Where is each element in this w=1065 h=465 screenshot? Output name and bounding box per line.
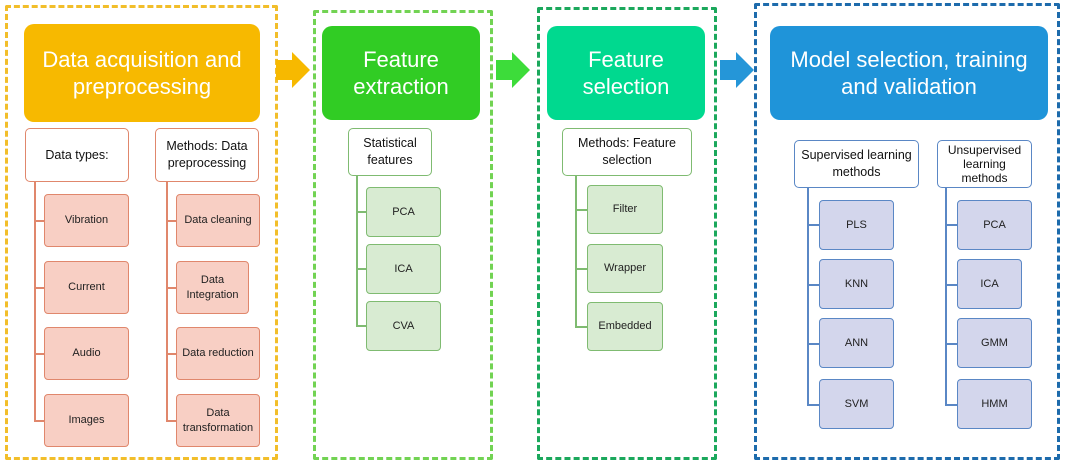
leaf-label: ICA (980, 277, 999, 290)
connector-tick (807, 343, 819, 345)
leaf-label: Embedded (598, 320, 652, 332)
supervised-methods-box: Supervised learning methods (794, 140, 919, 188)
leaf-label: Images (68, 414, 105, 426)
statistical-features-label: Statistical features (363, 136, 417, 167)
connector-tick (34, 220, 44, 222)
stage-3-title: Feature selection (582, 47, 670, 99)
leaf-wrapper: Wrapper (587, 244, 663, 293)
leaf-hmm: HMM (957, 379, 1032, 429)
connector-tick (807, 404, 819, 406)
leaf-label: CVA (392, 319, 415, 332)
connector-tick (945, 284, 957, 286)
leaf-audio: Audio (44, 327, 129, 380)
stage-3-header: Feature selection (547, 26, 705, 120)
feature-selection-methods-box: Methods: Feature selection (562, 128, 692, 176)
supervised-methods-label: Supervised learning methods (801, 148, 912, 179)
connector-tick (166, 220, 176, 222)
stage-2-title: Feature extraction (353, 47, 449, 99)
leaf-pca-unsupervised: PCA (957, 200, 1032, 250)
statistical-features-box: Statistical features (348, 128, 432, 176)
supervised-connector (807, 188, 809, 405)
leaf-knn: KNN (819, 259, 894, 309)
leaf-label: Filter (612, 203, 638, 215)
data-types-connector (34, 182, 36, 420)
leaf-data-integration: Data Integration (176, 261, 249, 314)
leaf-gmm: GMM (957, 318, 1032, 368)
leaf-filter: Filter (587, 185, 663, 234)
connector-tick (34, 287, 44, 289)
connector-tick (575, 268, 587, 270)
leaf-ica-unsupervised: ICA (957, 259, 1022, 309)
data-preprocessing-connector (166, 182, 168, 420)
leaf-label: PLS (846, 218, 867, 231)
data-types-label: Data types: (45, 147, 109, 162)
connector-tick (945, 343, 957, 345)
leaf-label: ICA (394, 262, 413, 275)
feature-extraction-connector (356, 176, 358, 326)
leaf-pca: PCA (366, 187, 441, 237)
leaf-cva: CVA (366, 301, 441, 351)
connector-tick (356, 325, 366, 327)
connector-tick (575, 326, 587, 328)
leaf-label: Data cleaning (184, 214, 252, 226)
connector-tick (166, 420, 176, 422)
leaf-vibration: Vibration (44, 194, 129, 247)
unsupervised-connector (945, 188, 947, 405)
stage-4-header: Model selection, training and validation (770, 26, 1048, 120)
stage-4-frame (754, 3, 1060, 460)
data-preprocessing-box: Methods: Data preprocessing (155, 128, 259, 182)
leaf-ica: ICA (366, 244, 441, 294)
leaf-label: KNN (844, 277, 869, 290)
stage-2-frame (313, 10, 493, 460)
stage-3-frame (537, 7, 717, 460)
connector-tick (34, 420, 44, 422)
leaf-label: Data transformation (182, 406, 254, 434)
leaf-images: Images (44, 394, 129, 447)
flow-arrow-icon (276, 52, 310, 88)
leaf-label: ANN (844, 336, 869, 349)
data-types-box: Data types: (25, 128, 129, 182)
leaf-label: Current (68, 281, 105, 293)
leaf-label: Wrapper (604, 262, 646, 274)
leaf-label: PCA (392, 205, 415, 218)
data-preprocessing-label: Methods: Data preprocessing (166, 139, 248, 170)
connector-tick (166, 287, 176, 289)
leaf-label: PCA (983, 218, 1006, 231)
leaf-current: Current (44, 261, 129, 314)
leaf-label: HMM (981, 397, 1008, 410)
connector-tick (575, 209, 587, 211)
connector-tick (807, 224, 819, 226)
stage-4-title: Model selection, training and validation (790, 47, 1028, 99)
flow-arrow-icon (496, 52, 530, 88)
leaf-data-transformation: Data transformation (176, 394, 260, 447)
unsupervised-methods-box: Unsupervised learning methods (937, 140, 1032, 188)
leaf-label: Vibration (64, 214, 109, 226)
leaf-pls: PLS (819, 200, 894, 250)
connector-tick (166, 353, 176, 355)
leaf-data-cleaning: Data cleaning (176, 194, 260, 247)
leaf-ann: ANN (819, 318, 894, 368)
stage-1-header: Data acquisition and preprocessing (24, 24, 260, 122)
connector-tick (807, 284, 819, 286)
leaf-svm: SVM (819, 379, 894, 429)
leaf-data-reduction: Data reduction (176, 327, 260, 380)
connector-tick (945, 224, 957, 226)
leaf-label: Data Integration (186, 273, 239, 301)
flow-arrow-icon (720, 52, 754, 88)
connector-tick (356, 211, 366, 213)
leaf-embedded: Embedded (587, 302, 663, 351)
leaf-label: Audio (72, 347, 101, 359)
feature-selection-connector (575, 176, 577, 327)
stage-1-frame (5, 5, 278, 460)
stage-2-header: Feature extraction (322, 26, 480, 120)
connector-tick (34, 353, 44, 355)
leaf-label: GMM (981, 336, 1008, 349)
leaf-label: Data reduction (182, 347, 254, 359)
feature-selection-methods-label: Methods: Feature selection (578, 136, 676, 167)
leaf-label: SVM (844, 397, 869, 410)
connector-tick (945, 404, 957, 406)
connector-tick (356, 268, 366, 270)
stage-1-title: Data acquisition and preprocessing (42, 47, 242, 99)
unsupervised-methods-label: Unsupervised learning methods (947, 143, 1022, 185)
